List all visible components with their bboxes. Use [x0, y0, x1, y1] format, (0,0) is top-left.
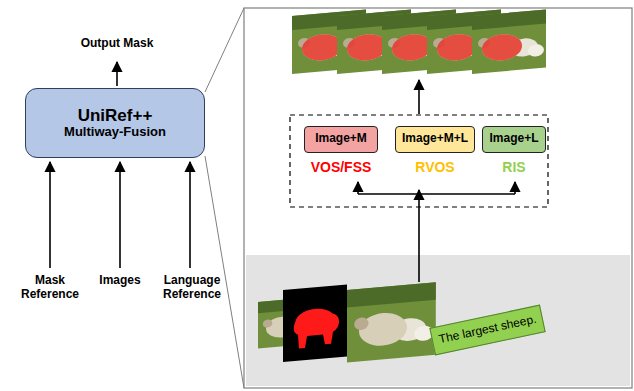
node-text: Image+M [315, 132, 367, 146]
task-group [290, 115, 548, 207]
model-box: UniRef++Multiway-Fusion [25, 88, 205, 158]
io-label: Language Reference [154, 274, 230, 302]
node-text: UniRef++ [78, 106, 153, 126]
task-name: VOS/FSS [296, 159, 386, 175]
flow-arrow [418, 190, 420, 282]
io-label: Mask Reference [10, 274, 90, 302]
zoom-line [205, 8, 244, 92]
flow-arrow [189, 162, 191, 268]
flow-arrow [116, 62, 118, 86]
task-box: Image+M+L [395, 126, 475, 153]
task-name: RIS [484, 159, 544, 175]
task-box: Image+M [304, 126, 378, 153]
flow-arrow [357, 182, 359, 194]
node-text: Image+M+L [402, 132, 468, 146]
node-text: Multiway-Fusion [64, 125, 166, 140]
zoom-panel [244, 8, 632, 388]
flow-arrow [119, 162, 121, 268]
io-label: Output Mask [62, 37, 172, 51]
zoom-line [205, 156, 244, 388]
flow-arrow [49, 162, 51, 268]
flow-arrow [514, 182, 516, 194]
task-box: Image+L [482, 126, 545, 153]
flow-arrow [358, 193, 515, 195]
flow-arrow [418, 80, 420, 114]
output-frames [292, 10, 546, 74]
task-name: RVOS [400, 159, 470, 175]
input-band [246, 255, 630, 386]
node-text: Image+L [489, 132, 538, 146]
input-frames [258, 282, 436, 362]
io-label: Images [90, 274, 150, 288]
